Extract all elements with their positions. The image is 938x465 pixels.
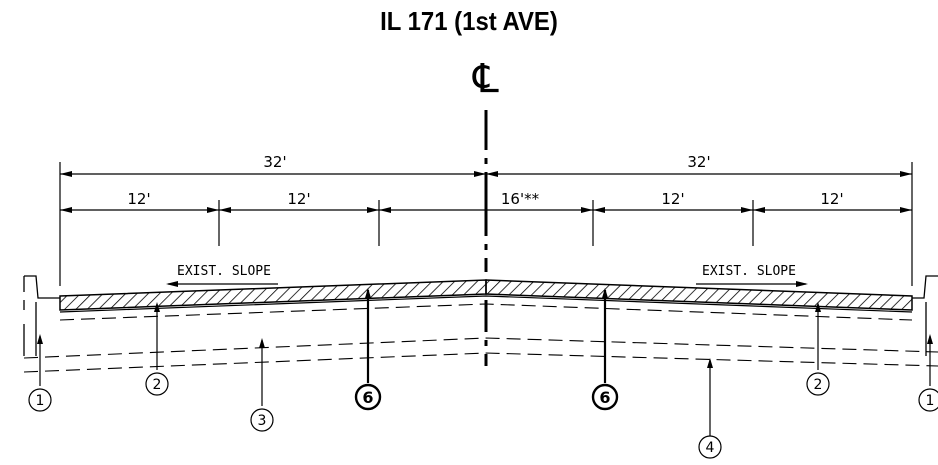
callout-3: 3	[250, 408, 274, 432]
pavement-bottom-line	[59, 295, 913, 313]
dimension-right-lane-1: 12'	[661, 190, 684, 208]
callout-1-left-label: 1	[36, 393, 45, 409]
callout-1-right-label: 1	[926, 393, 935, 409]
callout-1-left: 1	[28, 388, 52, 412]
extension-lines	[59, 162, 913, 286]
slope-arrow-right	[696, 281, 808, 287]
callout-4-label: 4	[706, 440, 715, 456]
hatched-surface-right	[485, 279, 913, 311]
dimension-right-lane-2: 12'	[820, 190, 843, 208]
right-curb	[912, 275, 938, 356]
callout-1-right: 1	[918, 388, 938, 412]
leader-arrows	[37, 288, 933, 368]
leader-lines	[39, 290, 931, 458]
dimension-left-lane-1: 12'	[127, 190, 150, 208]
callout-6-left-label: 6	[362, 388, 373, 407]
callout-6-right-label: 6	[599, 388, 610, 407]
callout-2-left-label: 2	[153, 377, 162, 393]
callout-4: 4	[698, 435, 722, 459]
callout-2-right-label: 2	[814, 377, 823, 393]
dimension-left-total: 32'	[263, 153, 286, 171]
overall-dimension-arrows	[60, 171, 912, 177]
callout-2-left: 2	[145, 372, 169, 396]
centerline-symbol: ℄	[472, 56, 499, 102]
callout-6-right: 6	[591, 383, 619, 411]
dimension-left-lane-2: 12'	[287, 190, 310, 208]
lane-dimension-arrows	[60, 207, 912, 213]
existing-layers	[23, 303, 938, 373]
callout-2-right: 2	[806, 372, 830, 396]
dimension-right-total: 32'	[687, 153, 710, 171]
slope-arrow-left	[166, 281, 278, 287]
left-curb	[23, 275, 60, 356]
dimension-center-lane: 16'**	[501, 190, 540, 208]
slope-note-left: EXIST. SLOPE	[177, 264, 271, 279]
callout-3-label: 3	[258, 413, 267, 429]
callout-6-left: 6	[354, 383, 382, 411]
drawing-title: IL 171 (1st AVE)	[380, 6, 558, 36]
slope-note-right: EXIST. SLOPE	[702, 264, 796, 279]
